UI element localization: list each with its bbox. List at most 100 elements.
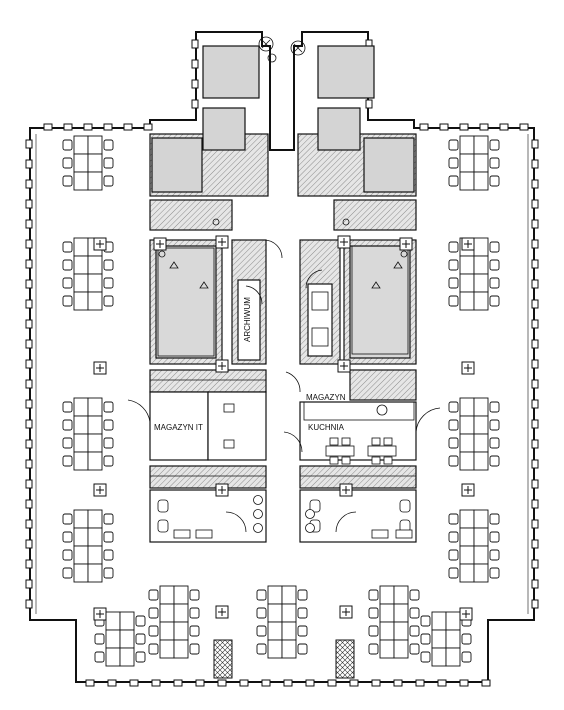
toilet (157, 499, 169, 513)
desk (105, 629, 121, 649)
pilaster (151, 679, 161, 687)
office-chair (368, 607, 379, 619)
office-chair (448, 295, 459, 307)
desk (159, 603, 175, 623)
desk (281, 603, 297, 623)
office-chair (448, 455, 459, 467)
office-chair (489, 241, 500, 253)
column-cross (93, 483, 107, 497)
desk (173, 603, 189, 623)
pilaster (25, 559, 33, 569)
desk (87, 135, 103, 155)
room-label-kuchnia: KUCHNIA (308, 423, 345, 432)
desk (119, 611, 135, 631)
desk (87, 153, 103, 173)
desk (73, 135, 89, 155)
desk (459, 273, 475, 293)
pilaster (25, 219, 33, 229)
workstation-cluster (62, 397, 114, 471)
pilaster (25, 259, 33, 269)
desk (267, 639, 283, 659)
desk (445, 647, 461, 667)
pilaster (25, 339, 33, 349)
desk (379, 621, 395, 641)
desk (393, 603, 409, 623)
office-chair (489, 549, 500, 561)
office-chair (148, 607, 159, 619)
core-details (127, 218, 441, 533)
desk (267, 621, 283, 641)
entrance-plants (258, 36, 306, 63)
pilaster (437, 679, 447, 687)
pilaster (25, 159, 33, 169)
office-chair (189, 625, 200, 637)
workstation-cluster (420, 611, 472, 667)
desk (459, 527, 475, 547)
office-chair (448, 139, 459, 151)
left-core (149, 45, 269, 543)
office-chair (62, 513, 73, 525)
pilaster (261, 679, 271, 687)
right-core (297, 45, 417, 543)
office-chair (420, 615, 431, 627)
sink (253, 523, 263, 533)
office-chair (420, 651, 431, 663)
pilaster (123, 123, 133, 131)
office-chair (135, 633, 146, 645)
pilaster (305, 679, 315, 687)
desk (473, 545, 489, 565)
desk (473, 509, 489, 529)
workstation-cluster (62, 509, 114, 583)
desk (393, 585, 409, 605)
office-chair (489, 277, 500, 289)
office-chair (62, 139, 73, 151)
pilaster (531, 499, 539, 509)
pilaster (531, 259, 539, 269)
office-chair (103, 259, 114, 271)
desk (473, 415, 489, 435)
office-chair (148, 625, 159, 637)
office-chair (62, 567, 73, 579)
desk (87, 433, 103, 453)
office-chair (103, 157, 114, 169)
desk (473, 563, 489, 583)
desk (87, 451, 103, 471)
pilaster (25, 499, 33, 509)
pilaster (531, 159, 539, 169)
pilaster (531, 599, 539, 609)
column-cross (93, 361, 107, 375)
office-chair (256, 589, 267, 601)
desk (73, 527, 89, 547)
pilaster (531, 359, 539, 369)
desk (473, 153, 489, 173)
office-chair (62, 437, 73, 449)
desk (73, 291, 89, 311)
office-chair (103, 437, 114, 449)
pilaster (499, 123, 509, 131)
desk (473, 237, 489, 257)
office-chair (103, 419, 114, 431)
office-chair (62, 157, 73, 169)
desk (379, 585, 395, 605)
office-chair (189, 607, 200, 619)
desk (459, 291, 475, 311)
pilaster (531, 459, 539, 469)
pilaster (531, 519, 539, 529)
office-chair (135, 615, 146, 627)
office-chair (62, 419, 73, 431)
column-cross (461, 237, 475, 251)
office-chair (103, 401, 114, 413)
office-chair (448, 175, 459, 187)
office-chair (135, 651, 146, 663)
desk (473, 433, 489, 453)
office-chair (94, 651, 105, 663)
pilaster (349, 679, 359, 687)
desk (73, 433, 89, 453)
columns (93, 235, 475, 621)
pilaster (25, 379, 33, 389)
desk (459, 509, 475, 529)
lounge-seating (223, 291, 329, 449)
workstation-cluster (148, 585, 200, 659)
desk (473, 255, 489, 275)
column-cross (461, 483, 475, 497)
